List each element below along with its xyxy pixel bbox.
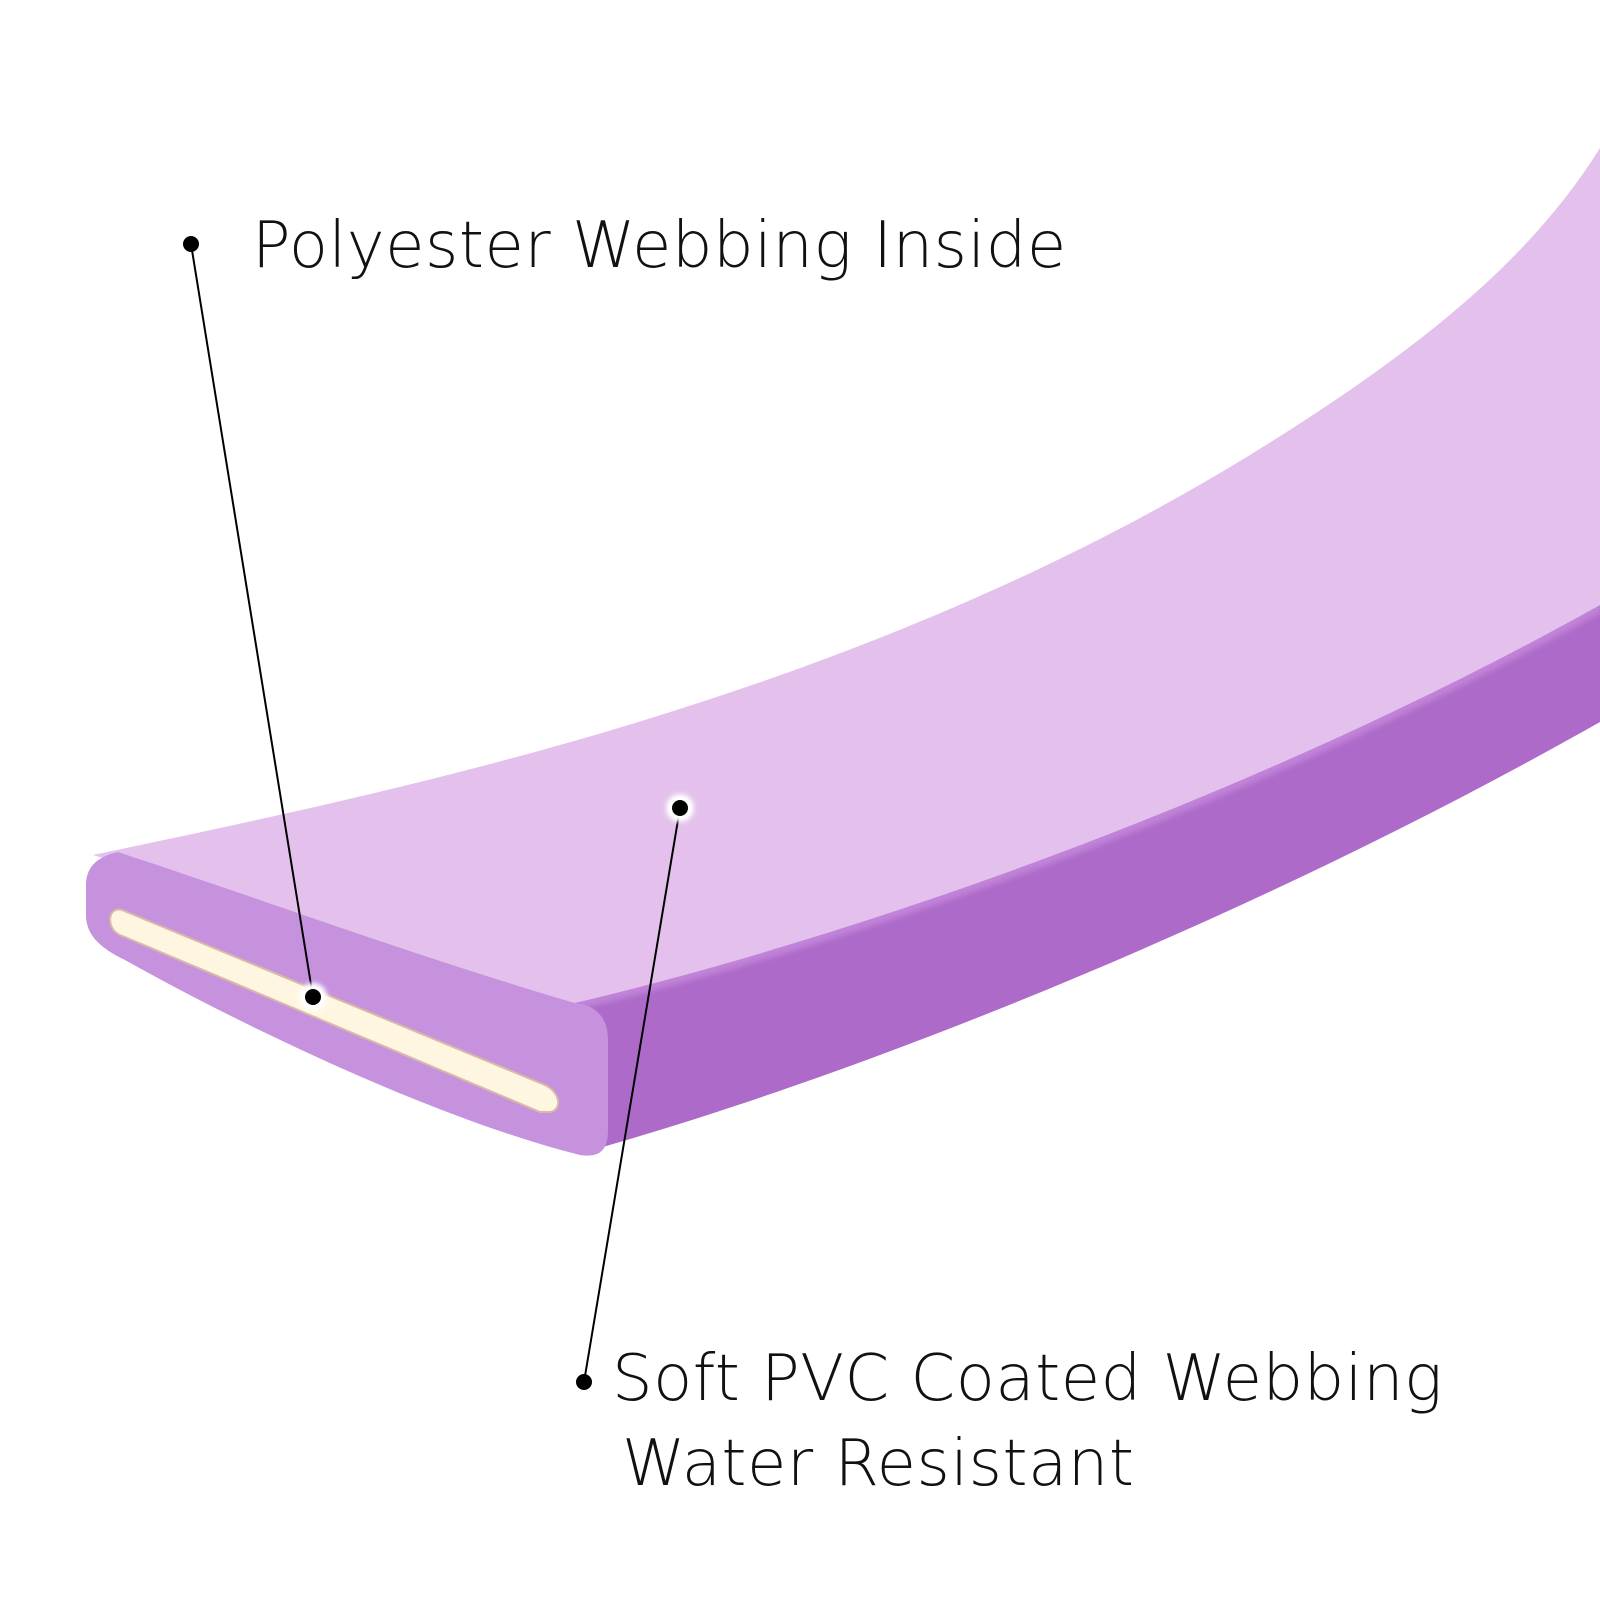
outer-target-dot (672, 800, 688, 816)
inner-webbing-slot (109, 908, 560, 1113)
outer-callout-dot (576, 1374, 592, 1390)
inner-callout-dot (183, 236, 199, 252)
outer-coating-label: Soft PVC Coated Webbing (612, 1342, 1443, 1416)
outer-coating-sublabel: Water Resistant (622, 1427, 1135, 1501)
inner-webbing-label: Polyester Webbing Inside (252, 209, 1067, 283)
inner-leader-line (190, 243, 314, 998)
outer-leader-line (583, 807, 681, 1383)
strap-top-surface (93, 148, 1600, 1003)
inner-target-dot (305, 989, 321, 1005)
